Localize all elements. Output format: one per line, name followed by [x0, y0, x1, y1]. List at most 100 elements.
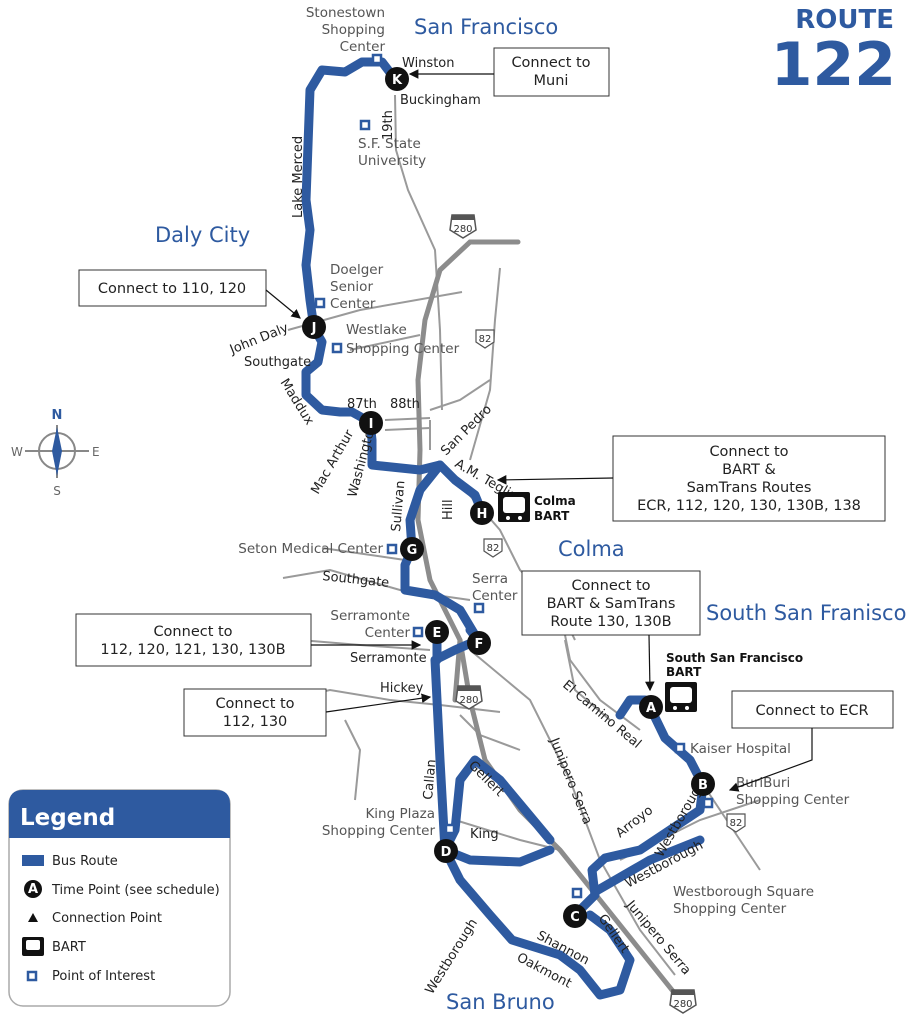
- svg-text:82: 82: [479, 334, 492, 345]
- poi-marker: [331, 342, 343, 354]
- poi-westlake: Westlake Shopping Center: [331, 322, 460, 357]
- svg-text:280: 280: [673, 999, 692, 1010]
- time-point-h[interactable]: H: [470, 501, 494, 525]
- svg-text:W: W: [11, 445, 23, 459]
- svg-text:Kaiser Hospital: Kaiser Hospital: [690, 741, 791, 757]
- highway-shields: 280 280 280 82 82 82: [449, 214, 746, 1014]
- bus-route-122: [301, 57, 708, 1000]
- poi-westborough-square: Westborough Square Shopping Center: [571, 884, 814, 917]
- time-point-j[interactable]: J: [302, 315, 326, 339]
- time-point-c[interactable]: C: [563, 904, 587, 928]
- callout-a: Connect to BART & SamTrans Route 130, 13…: [521, 570, 701, 692]
- route-number: 122: [771, 30, 896, 100]
- svg-text:Westlake: Westlake: [346, 322, 407, 338]
- street-southgate-south: Southgate: [322, 569, 390, 591]
- poi-kaiser: Kaiser Hospital: [674, 741, 791, 757]
- svg-text:Shopping: Shopping: [322, 22, 385, 38]
- points-of-interest: Stonestown Shopping Center S.F. State Un…: [238, 5, 849, 917]
- callout-e: Connect to 112, 120, 121, 130, 130B: [75, 613, 422, 667]
- poi-marker: [702, 797, 714, 809]
- svg-text:C: C: [570, 910, 580, 925]
- time-point-f[interactable]: F: [467, 631, 491, 655]
- time-point-g[interactable]: G: [400, 537, 424, 561]
- svg-text:University: University: [358, 153, 426, 169]
- svg-text:South San Francisco: South San Francisco: [666, 651, 803, 665]
- i280-shield-south: 280: [669, 989, 697, 1014]
- poi-marker: [571, 887, 583, 899]
- street-westborough-west: Westborough: [423, 916, 481, 997]
- city-south-san-francisco: South San Franisco: [706, 601, 906, 625]
- svg-text:I: I: [369, 417, 374, 432]
- svg-text:Shopping Center: Shopping Center: [346, 341, 460, 357]
- svg-text:BART &: BART &: [722, 462, 776, 478]
- callout-hickey: Connect to 112, 130: [183, 688, 432, 737]
- svg-text:280: 280: [459, 695, 478, 706]
- svg-text:Stonestown: Stonestown: [306, 5, 385, 21]
- street-hill: Hill: [441, 499, 456, 520]
- poi-king-plaza: King Plaza Shopping Center: [322, 806, 456, 839]
- svg-text:Colma: Colma: [534, 494, 576, 508]
- street-19th: 19th: [381, 110, 396, 140]
- poi-serra-center: Serra Center: [472, 571, 518, 614]
- sr82-shield-north: 82: [475, 329, 495, 349]
- poi-marker: [359, 119, 371, 131]
- street-arroyo: Arroyo: [613, 803, 656, 841]
- street-san-pedro: San Pedro: [438, 402, 495, 459]
- time-point-b[interactable]: B: [691, 772, 715, 796]
- city-daly-city: Daly City: [155, 223, 250, 247]
- svg-text:B: B: [698, 778, 708, 793]
- svg-text:Connect to: Connect to: [709, 444, 788, 460]
- street-junipero-serra-north: Junipero Serra: [546, 735, 595, 827]
- poi-doelger: Doelger Senior Center: [314, 262, 384, 312]
- svg-text:Connect to ECR: Connect to ECR: [755, 703, 868, 719]
- poi-marker: [473, 602, 485, 614]
- svg-text:BuriBuri: BuriBuri: [736, 775, 790, 791]
- route-title: ROUTE 122: [771, 5, 896, 100]
- svg-text:280: 280: [453, 224, 472, 235]
- compass-needle-icon: [52, 427, 62, 476]
- poi-marker: [412, 626, 424, 638]
- bart-stations: Colma BART South San Francisco BART: [498, 492, 803, 712]
- callout-h: Connect to BART & SamTrans Routes ECR, 1…: [496, 435, 886, 522]
- svg-text:G: G: [407, 543, 418, 558]
- time-points: A B C D E F G H I J K: [302, 67, 715, 928]
- time-point-a[interactable]: A: [639, 695, 663, 719]
- time-point-e[interactable]: E: [425, 620, 449, 644]
- legend-title: Legend: [20, 805, 115, 831]
- svg-text:E: E: [433, 626, 442, 641]
- poi-marker: [314, 297, 326, 309]
- svg-text:Shopping Center: Shopping Center: [322, 823, 436, 839]
- svg-text:Shopping Center: Shopping Center: [736, 792, 850, 808]
- svg-text:Serra: Serra: [472, 571, 508, 587]
- svg-text:ECR, 112, 120, 130, 130B, 138: ECR, 112, 120, 130, 130B, 138: [637, 498, 861, 514]
- city-san-francisco: San Francisco: [414, 15, 558, 39]
- street-serramonte: Serramonte: [350, 651, 427, 666]
- city-san-bruno: San Bruno: [446, 990, 555, 1014]
- street-hickey: Hickey: [380, 681, 424, 696]
- poi-buriburi: BuriBuri Shopping Center: [702, 775, 850, 809]
- poi-marker: [386, 543, 398, 555]
- svg-text:Center: Center: [330, 296, 376, 312]
- svg-text:K: K: [392, 73, 403, 88]
- svg-text:S: S: [53, 484, 61, 498]
- svg-text:Point of Interest: Point of Interest: [52, 969, 155, 984]
- svg-text:Connect to: Connect to: [571, 578, 650, 594]
- poi-sf-state: S.F. State University: [358, 119, 426, 169]
- street-callan: Callan: [421, 759, 439, 801]
- poi-stonestown: Stonestown Shopping Center: [306, 5, 385, 65]
- time-point-k[interactable]: K: [385, 67, 409, 91]
- svg-text:N: N: [52, 408, 63, 423]
- svg-text:BART: BART: [666, 665, 702, 679]
- connection-callouts: Connect to Muni Connect to 110, 120 Conn…: [75, 47, 894, 792]
- svg-text:F: F: [475, 637, 484, 652]
- svg-text:H: H: [477, 507, 488, 522]
- time-point-d[interactable]: D: [434, 839, 458, 863]
- time-point-i[interactable]: I: [359, 411, 383, 435]
- city-colma: Colma: [558, 537, 625, 561]
- callout-j: Connect to 110, 120: [78, 269, 301, 319]
- bart-colma: Colma BART: [498, 492, 576, 523]
- sr82-shield-south: 82: [726, 813, 746, 833]
- svg-text:Time Point (see schedule): Time Point (see schedule): [51, 883, 220, 898]
- svg-text:112, 130: 112, 130: [223, 714, 288, 730]
